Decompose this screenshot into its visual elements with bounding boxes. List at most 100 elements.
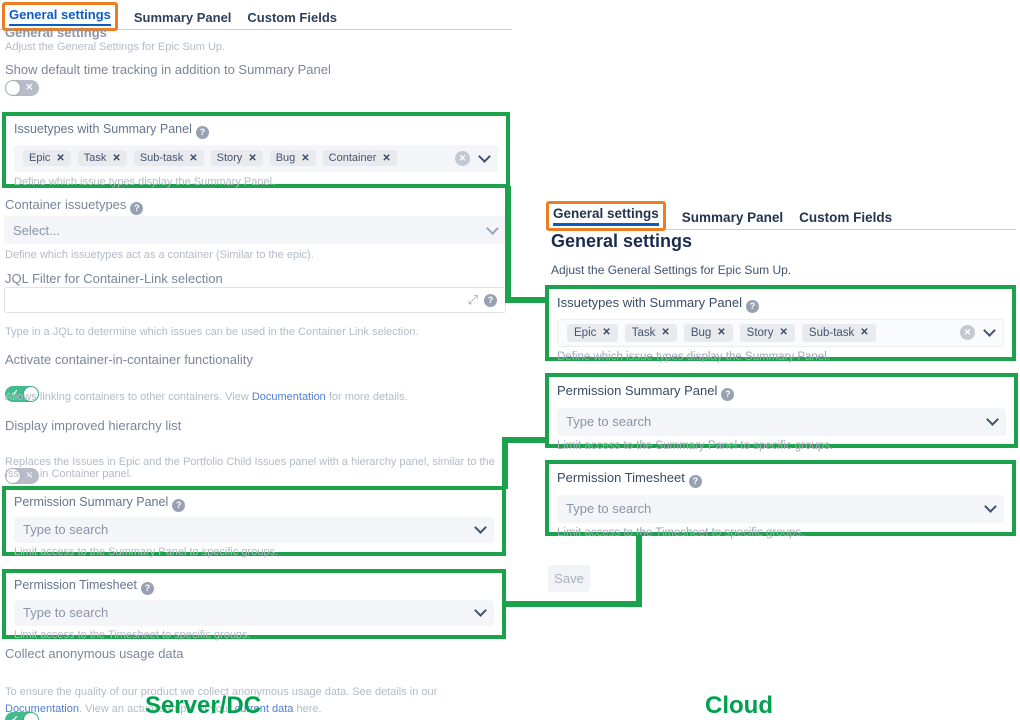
perm-summary-annotation-box: Permission Summary Panel? Type to search… (2, 486, 506, 558)
issuetypes-label: Issuetypes with Summary Panel (14, 122, 192, 136)
jql-filter-label: JQL Filter for Container-Link selection (5, 271, 223, 286)
remove-tag-icon[interactable]: ✕ (860, 327, 869, 338)
select-placeholder: Type to search (23, 522, 109, 537)
cross-icon: ✕ (25, 470, 33, 480)
connector-perm-timesheet-horizontal (506, 601, 642, 607)
remove-tag-icon[interactable]: ✕ (661, 327, 670, 338)
remove-tag-icon[interactable]: ✕ (189, 152, 198, 164)
issuetype-tag: Story✕ (210, 150, 263, 166)
help-icon[interactable]: ? (140, 581, 154, 595)
perm-summary-annotation-box: Permission Summary Panel? Type to search… (545, 373, 1018, 452)
chevron-down-icon[interactable] (986, 413, 999, 426)
tab-general-settings[interactable]: General settings (553, 206, 659, 226)
tab-summary-panel[interactable]: Summary Panel (681, 210, 784, 225)
perm-summary-help: Limit access to the Summary Panel to spe… (14, 545, 279, 558)
help-icon[interactable]: ? (195, 125, 209, 139)
check-icon: ✓ (11, 388, 19, 398)
clear-all-icon[interactable]: ✕ (455, 150, 470, 166)
chevron-down-icon[interactable] (983, 324, 996, 337)
toggle-knob (6, 469, 20, 483)
perm-timesheet-select[interactable]: Type to search (557, 494, 1004, 523)
selected-issuetypes: Epic✕ Task✕ Bug✕ Story✕ Sub-task✕ (567, 323, 876, 342)
remove-tag-icon[interactable]: ✕ (779, 327, 788, 338)
issuetypes-annotation-box: Issuetypes with Summary Panel? Epic✕ Tas… (545, 285, 1016, 363)
chevron-down-icon[interactable] (478, 149, 491, 163)
documentation-link[interactable]: Documentation (5, 702, 79, 715)
connector-issuetypes-horizontal (505, 297, 549, 303)
jql-filter-input[interactable]: ⤢ ? (4, 287, 506, 313)
remove-tag-icon[interactable]: ✕ (56, 152, 65, 164)
cross-icon: ✕ (25, 82, 33, 92)
remove-tag-icon[interactable]: ✕ (248, 152, 257, 164)
perm-summary-help: Limit access to the Summary Panel to spe… (557, 439, 834, 452)
toggle-knob (24, 387, 38, 401)
usage-data-help: To ensure the quality of our product we … (5, 686, 438, 715)
issuetype-tag: Sub-task✕ (801, 323, 876, 342)
issuetype-tag: Container✕ (322, 150, 397, 166)
tab-general-settings[interactable]: General settings (9, 7, 111, 26)
remove-tag-icon[interactable]: ✕ (301, 152, 310, 164)
issuetype-tag: Sub-task✕ (133, 150, 204, 166)
connector-perm-summary-horizontal (502, 437, 549, 443)
annotation-orange-box: General settings (2, 2, 118, 31)
remove-tag-icon[interactable]: ✕ (112, 152, 121, 164)
chevron-down-icon[interactable] (474, 604, 487, 617)
expand-icon[interactable]: ⤢ (467, 292, 478, 307)
perm-timesheet-annotation-box: Permission Timesheet? Type to search Lim… (2, 569, 506, 641)
chevron-down-icon[interactable] (474, 521, 487, 534)
help-icon[interactable]: ? (745, 299, 759, 313)
help-icon[interactable]: ? (484, 293, 497, 307)
tab-custom-fields[interactable]: Custom Fields (799, 210, 893, 225)
help-icon[interactable]: ? (688, 474, 702, 488)
toggle-knob (24, 713, 38, 720)
select-placeholder: Type to search (23, 605, 109, 620)
perm-summary-select[interactable]: Type to search (557, 407, 1006, 436)
issuetype-tag: Bug✕ (269, 150, 316, 166)
tab-summary-panel[interactable]: Summary Panel (133, 10, 232, 25)
perm-summary-label: Permission Summary Panel (14, 495, 169, 509)
connector-perm-timesheet-vertical (636, 535, 642, 607)
time-tracking-label: Show default time tracking in addition t… (5, 62, 331, 77)
issuetype-tag: Bug✕ (683, 323, 733, 342)
help-icon[interactable]: ? (130, 201, 144, 215)
page-subtitle: Adjust the General Settings for Epic Sum… (5, 41, 226, 53)
container-in-container-toggle[interactable]: ✓ (5, 386, 39, 402)
remove-tag-icon[interactable]: ✕ (717, 327, 726, 338)
current-data-link[interactable]: current data (234, 702, 294, 715)
usage-data-toggle[interactable]: ✓ (5, 712, 39, 720)
issuetypes-multiselect[interactable]: Epic✕ Task✕ Bug✕ Story✕ Sub-task✕ ✕ (557, 318, 1004, 347)
hierarchy-list-toggle[interactable]: ✕ (5, 468, 39, 484)
documentation-link[interactable]: Documentation (251, 391, 326, 403)
toggle-knob (6, 81, 20, 95)
page-subtitle: Adjust the General Settings for Epic Sum… (551, 263, 792, 277)
container-issuetypes-select[interactable]: Select... (4, 216, 506, 244)
perm-summary-select[interactable]: Type to search (14, 516, 494, 543)
usage-data-label: Collect anonymous usage data (5, 646, 184, 661)
issuetypes-multiselect[interactable]: Epic✕ Task✕ Sub-task✕ Story✕ Bug✕ Contai… (14, 144, 498, 172)
selected-issuetypes: Epic✕ Task✕ Sub-task✕ Story✕ Bug✕ Contai… (23, 150, 397, 166)
chevron-down-icon[interactable] (984, 500, 997, 513)
issuetype-tag: Task✕ (77, 150, 127, 166)
issuetype-tag: Epic✕ (567, 323, 618, 342)
tab-custom-fields[interactable]: Custom Fields (247, 10, 337, 25)
perm-timesheet-annotation-box: Permission Timesheet? Type to search Lim… (545, 460, 1016, 539)
help-icon[interactable]: ? (721, 387, 735, 401)
remove-tag-icon[interactable]: ✕ (382, 152, 391, 164)
issuetypes-label: Issuetypes with Summary Panel (557, 295, 742, 310)
server-dc-caption: Server/DC (145, 692, 262, 719)
time-tracking-toggle[interactable]: ✕ (5, 80, 39, 96)
hierarchy-list-help: Replaces the Issues in Epic and the Port… (5, 456, 495, 480)
chevron-down-icon[interactable] (486, 221, 499, 235)
save-button[interactable]: Save (548, 565, 590, 592)
perm-timesheet-select[interactable]: Type to search (14, 599, 494, 626)
select-placeholder: Type to search (566, 501, 652, 516)
issuetype-tag: Epic✕ (23, 150, 71, 166)
annotation-orange-box: General settings (546, 201, 666, 231)
remove-tag-icon[interactable]: ✕ (602, 327, 611, 338)
connector-perm-summary-vertical (502, 437, 508, 489)
cloud-caption: Cloud (705, 692, 773, 719)
help-icon[interactable]: ? (172, 498, 186, 512)
clear-all-icon[interactable]: ✕ (960, 325, 975, 340)
issuetype-tag: Task✕ (624, 323, 677, 342)
